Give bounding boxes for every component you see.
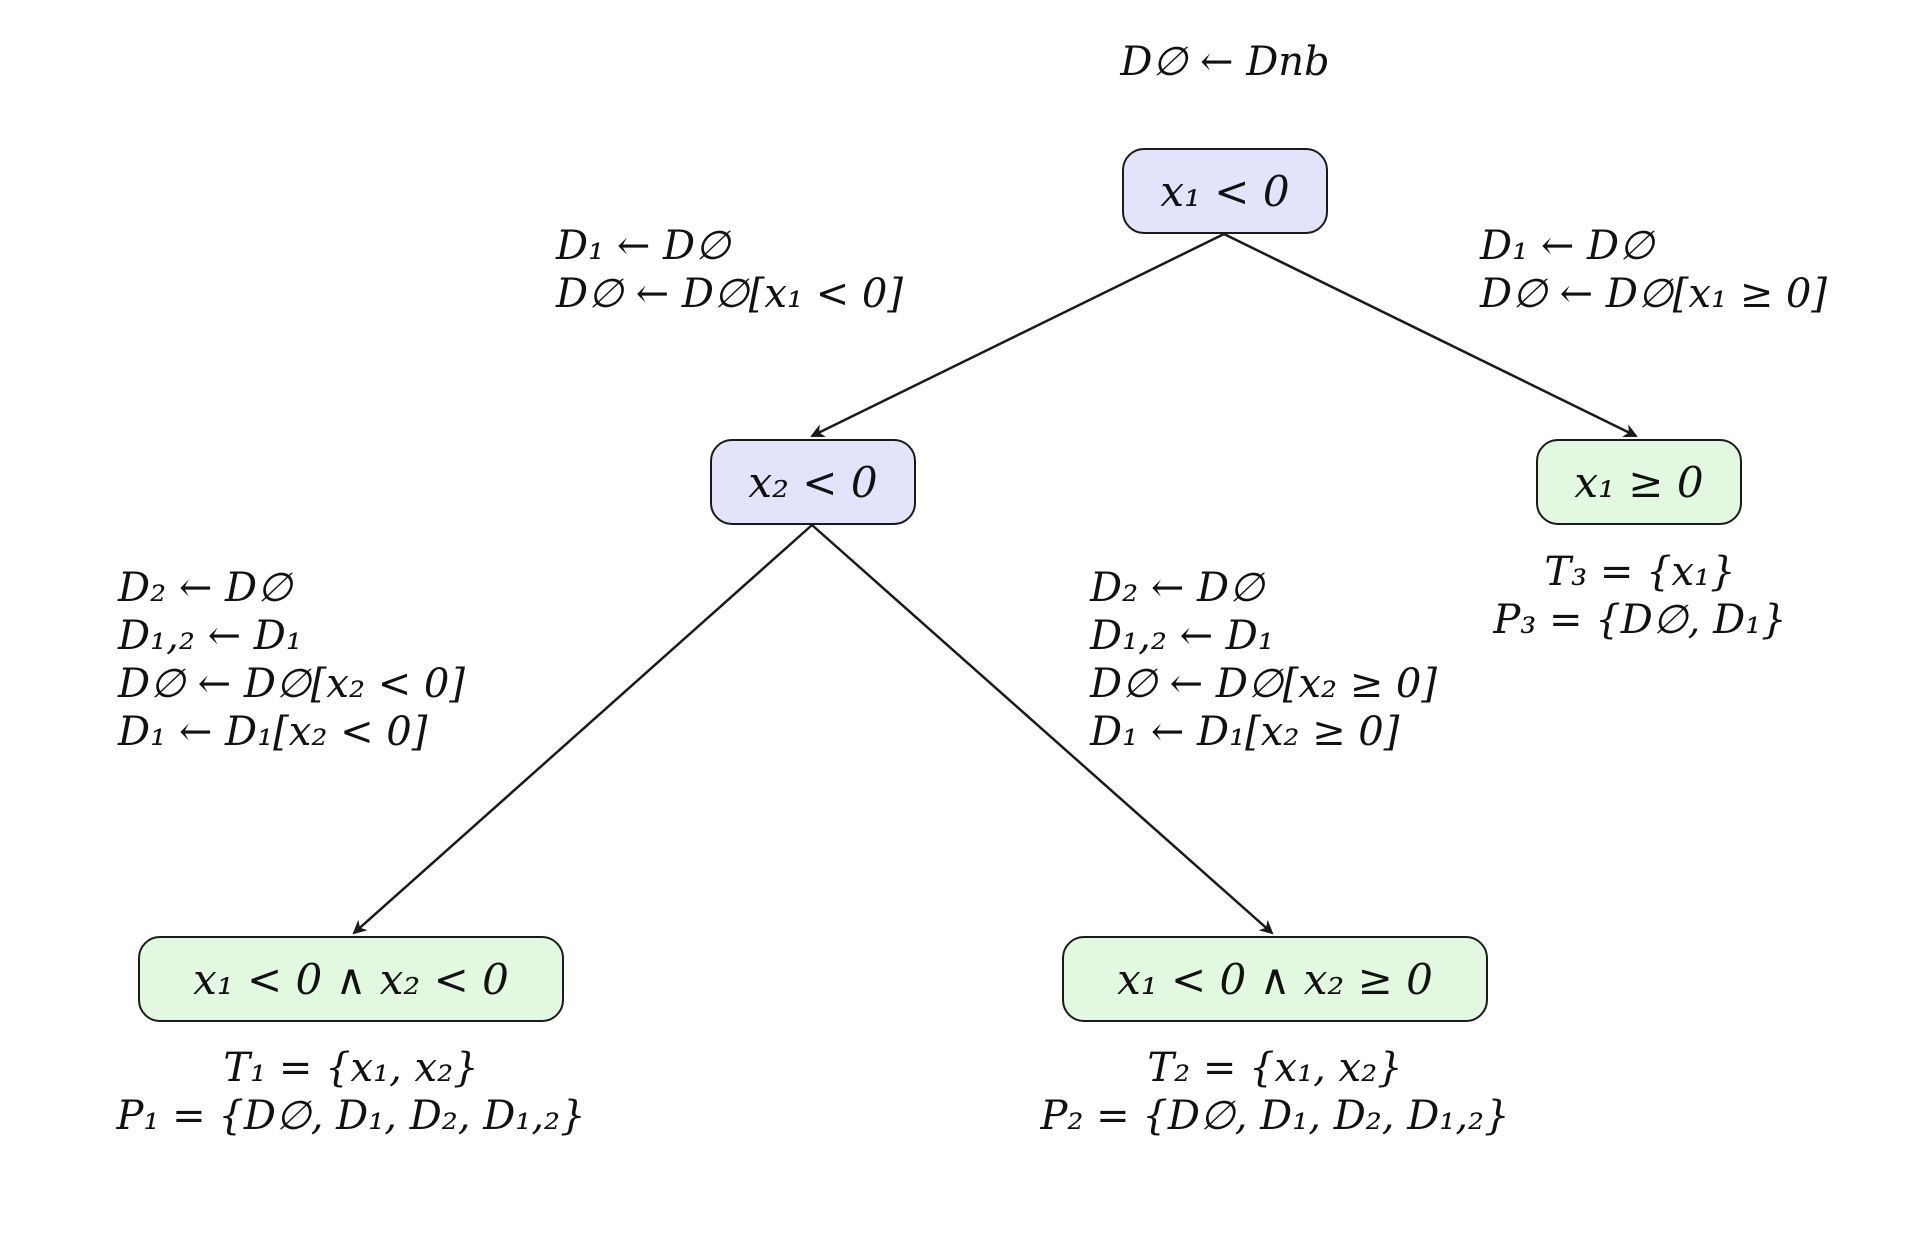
node-right-leaf-label: x₁ ≥ 0: [1574, 457, 1704, 507]
edge-label-line: D₁ ← D∅: [1480, 223, 1654, 269]
node-mid-left-label: x₂ < 0: [748, 457, 878, 507]
node-root-label: x₁ < 0: [1160, 166, 1290, 216]
leaf-info-partition-set: P₁ = {D∅, D₁, D₂, D₁,₂}: [116, 1093, 586, 1139]
edge-label-root-to-mid-left: D₁ ← D∅ D∅ ← D∅[x₁ < 0]: [556, 222, 903, 318]
edge-label-line: D₁,₂ ← D₁: [118, 613, 302, 659]
leaf-info-partition-set: P₃ = {D∅, D₁}: [1493, 597, 1787, 643]
node-root: x₁ < 0: [1122, 148, 1328, 234]
root-assignment-text: D∅ ← Dnb: [1120, 39, 1330, 85]
edge-label-root-to-right-leaf: D₁ ← D∅ D∅ ← D∅[x₁ ≥ 0]: [1480, 222, 1827, 318]
edge-mid-left-to-leaf-left: [352, 524, 813, 935]
node-mid-left: x₂ < 0: [710, 439, 916, 525]
edge-label-line: D∅ ← D∅[x₂ ≥ 0]: [1090, 661, 1437, 707]
leaf-info-right-leaf: T₃ = {x₁} P₃ = {D∅, D₁}: [1400, 548, 1880, 644]
edge-label-mid-left-to-leaf-left: D₂ ← D∅ D₁,₂ ← D₁ D∅ ← D∅[x₂ < 0] D₁ ← D…: [118, 564, 465, 756]
node-leaf-left: x₁ < 0 ∧ x₂ < 0: [138, 936, 564, 1022]
edge-label-line: D₁ ← D∅: [556, 223, 730, 269]
node-leaf-middle-label: x₁ < 0 ∧ x₂ ≥ 0: [1117, 954, 1433, 1004]
edge-label-line: D∅ ← D∅[x₁ < 0]: [556, 271, 903, 317]
node-leaf-left-label: x₁ < 0 ∧ x₂ < 0: [193, 954, 509, 1004]
node-right-leaf: x₁ ≥ 0: [1536, 439, 1742, 525]
edge-label-mid-left-to-leaf-middle: D₂ ← D∅ D₁,₂ ← D₁ D∅ ← D∅[x₂ ≥ 0] D₁ ← D…: [1090, 564, 1437, 756]
edge-label-line: D₁ ← D₁[x₂ < 0]: [118, 709, 428, 755]
leaf-info-leaf-middle: T₂ = {x₁, x₂} P₂ = {D∅, D₁, D₂, D₁,₂}: [955, 1044, 1595, 1140]
edge-label-line: D₂ ← D∅: [118, 565, 292, 611]
leaf-info-tree-set: T₂ = {x₁, x₂}: [1147, 1045, 1403, 1091]
root-assignment: D∅ ← Dnb: [1000, 38, 1450, 86]
edge-label-line: D∅ ← D∅[x₂ < 0]: [118, 661, 465, 707]
edge-mid-left-to-leaf-middle: [811, 524, 1274, 935]
edge-label-line: D∅ ← D∅[x₁ ≥ 0]: [1480, 271, 1827, 317]
edge-root-to-mid-left: [810, 232, 1225, 438]
leaf-info-partition-set: P₂ = {D∅, D₁, D₂, D₁,₂}: [1040, 1093, 1510, 1139]
edge-root-to-right-leaf: [1223, 232, 1638, 438]
edge-label-line: D₂ ← D∅: [1090, 565, 1264, 611]
leaf-info-tree-set: T₃ = {x₁}: [1544, 549, 1736, 595]
leaf-info-tree-set: T₁ = {x₁, x₂}: [223, 1045, 479, 1091]
leaf-info-leaf-left: T₁ = {x₁, x₂} P₁ = {D∅, D₁, D₂, D₁,₂}: [31, 1044, 671, 1140]
node-leaf-middle: x₁ < 0 ∧ x₂ ≥ 0: [1062, 936, 1488, 1022]
edge-label-line: D₁,₂ ← D₁: [1090, 613, 1274, 659]
edge-label-line: D₁ ← D₁[x₂ ≥ 0]: [1090, 709, 1400, 755]
